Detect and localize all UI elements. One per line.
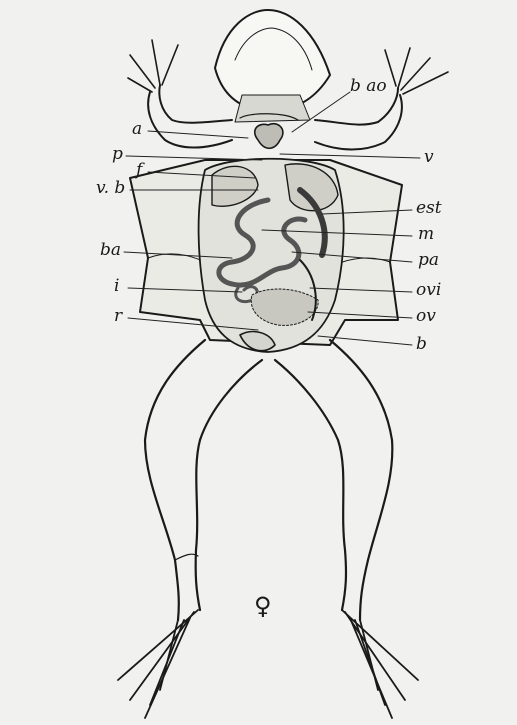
label-ov: ov (416, 308, 436, 325)
leader-p (126, 156, 262, 160)
heart (255, 124, 283, 149)
label-a: a (132, 121, 142, 138)
label-f: f (136, 162, 142, 179)
label-r: r (114, 308, 122, 325)
label-ovi: ovi (416, 282, 441, 299)
label-p: p (112, 146, 123, 163)
left-arm (159, 85, 232, 123)
female-symbol: ♀ (254, 594, 272, 618)
label-v: v (424, 149, 434, 166)
label-ba: ba (100, 242, 121, 259)
label-i: i (114, 278, 119, 295)
leader-v (280, 154, 420, 158)
label-v-b: v. b (96, 180, 125, 197)
label-b: b (416, 336, 427, 353)
label-b-ao: b ao (350, 78, 387, 95)
label-m: m (418, 226, 434, 243)
label-pa: pa (418, 252, 439, 269)
right-leg (330, 340, 392, 620)
label-est: est (416, 200, 442, 217)
